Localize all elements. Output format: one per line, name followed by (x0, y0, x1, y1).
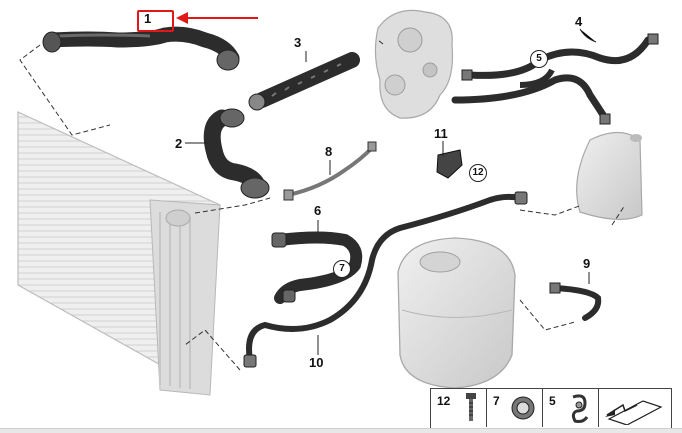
bottom-scrollbar[interactable] (0, 428, 682, 433)
callout-part-11[interactable]: 11 (434, 126, 448, 141)
leader-lines (19, 39, 626, 371)
diagram-view-button[interactable] (599, 389, 669, 427)
bolt-icon (466, 393, 476, 421)
callout-part-10[interactable]: 10 (309, 355, 324, 370)
diagram-arrow-icon (605, 400, 663, 425)
hose-part-4[interactable] (451, 33, 659, 125)
hose-clip-icon (571, 394, 589, 423)
callout-leaders (185, 28, 597, 355)
hose-part-2[interactable] (203, 108, 270, 199)
circled-ref-5[interactable]: 5 (530, 50, 548, 68)
legend-item-7[interactable]: 7 (487, 389, 543, 427)
expansion-tank-right (576, 131, 643, 220)
callout-part-9[interactable]: 9 (583, 256, 591, 271)
legend-number-7: 7 (493, 394, 500, 408)
bracket-part-11[interactable] (436, 149, 463, 179)
highlight-arrow (176, 12, 258, 24)
hose-part-6[interactable] (271, 231, 363, 304)
legend-number-12: 12 (437, 394, 451, 408)
thermostat-housing (374, 9, 454, 119)
legend-item-5[interactable]: 5 (543, 389, 599, 427)
hose-part-9[interactable] (549, 282, 602, 321)
legend-item-12[interactable]: 12 (431, 389, 487, 427)
callout-part-8[interactable]: 8 (325, 144, 333, 159)
callout-part-1[interactable]: 1 (144, 11, 152, 26)
hose-part-1[interactable] (42, 26, 240, 71)
highlight-box-part-1 (137, 10, 174, 32)
radiator (17, 111, 221, 396)
legend-number-5: 5 (549, 394, 556, 408)
circled-ref-7[interactable]: 7 (333, 260, 351, 278)
callout-part-2[interactable]: 2 (175, 136, 183, 151)
circled-ref-12[interactable]: 12 (469, 164, 487, 182)
callout-part-6[interactable]: 6 (314, 203, 322, 218)
expansion-tank-center (397, 237, 516, 389)
clamp-sleeve-icon (511, 396, 535, 420)
callout-part-4[interactable]: 4 (575, 14, 583, 29)
small-parts-legend: 12 7 5 (430, 388, 672, 430)
hose-part-3[interactable] (248, 52, 360, 111)
callout-part-3[interactable]: 3 (294, 35, 302, 50)
hose-part-10[interactable] (243, 191, 528, 368)
pipe-part-8[interactable] (283, 141, 377, 201)
